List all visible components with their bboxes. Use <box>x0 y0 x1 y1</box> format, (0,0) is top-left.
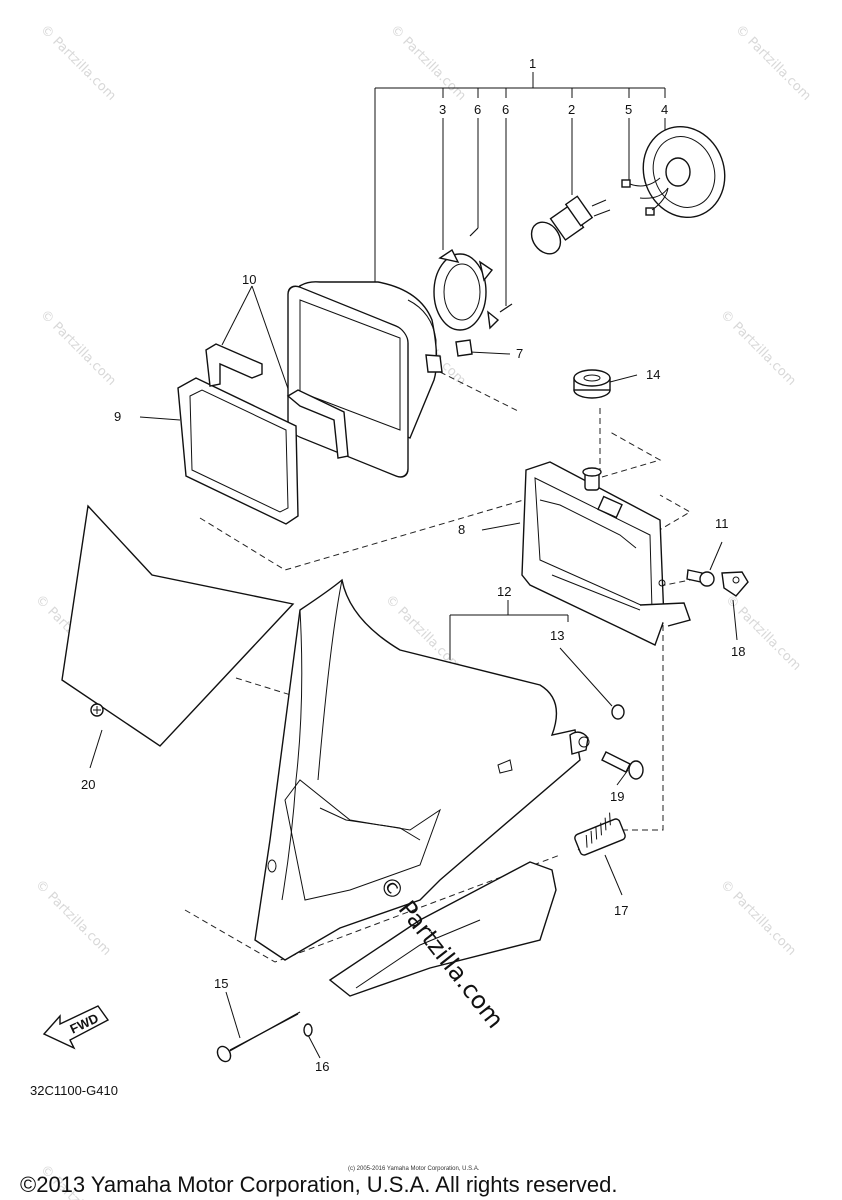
callout-13: 13 <box>550 628 564 643</box>
screw-part-6b <box>499 303 513 313</box>
watermark: © Partzilla.com <box>717 877 799 959</box>
copyright-notice: ©2013 Yamaha Motor Corporation, U.S.A. A… <box>20 1172 617 1197</box>
callout-5: 5 <box>625 102 632 117</box>
callout-7: 7 <box>516 346 523 361</box>
callout-3: 3 <box>439 102 446 117</box>
watermark: © Partzilla.com <box>732 22 814 104</box>
grommet-part-13 <box>611 704 625 720</box>
grommet-part-14 <box>573 369 611 399</box>
leader-lines <box>89 118 738 1059</box>
washer-part-16 <box>303 1023 313 1037</box>
callout-6b: 6 <box>502 102 509 117</box>
callout-1: 1 <box>529 56 536 71</box>
seal-part-10a <box>205 343 263 387</box>
cover-part-4 <box>639 125 726 219</box>
callout-16: 16 <box>315 1059 329 1074</box>
callout-6a: 6 <box>474 102 481 117</box>
callout-15: 15 <box>214 976 228 991</box>
seal-part-10b <box>286 389 349 459</box>
callout-8: 8 <box>458 522 465 537</box>
callout-11: 11 <box>715 516 729 531</box>
callout-bracket-1 <box>374 72 666 285</box>
bolt-part-15 <box>216 1011 301 1063</box>
shroud-line <box>355 919 481 989</box>
callout-12: 12 <box>497 584 511 599</box>
callout-19: 19 <box>610 789 624 804</box>
callout-9: 9 <box>114 409 121 424</box>
bracket-part-8 <box>521 461 691 646</box>
callout-17: 17 <box>614 903 628 918</box>
wire-part-5 <box>621 177 669 216</box>
watermark: © Partzilla.com <box>37 22 119 104</box>
bolt-part-19 <box>578 736 644 780</box>
side-panel-part-20 <box>61 504 295 747</box>
spring-part-17 <box>574 812 626 856</box>
callout-4: 4 <box>661 102 668 117</box>
headlight-unit <box>287 281 443 478</box>
watermark: © Partzilla.com <box>37 307 119 389</box>
screw-part-6a <box>469 227 479 237</box>
frame-part-9 <box>177 377 299 525</box>
socket-ring-part-3 <box>433 248 500 331</box>
watermark: © Partzilla.com <box>387 22 469 104</box>
watermark: © Partzilla.com <box>32 877 114 959</box>
screw-part-11 <box>686 569 715 587</box>
emblem-mark <box>93 706 101 714</box>
diagram-code: 32C1100-G410 <box>30 1083 118 1098</box>
bulb-part-2 <box>530 195 611 255</box>
small-credit: (c) 2005-2016 Yamaha Motor Corporation, … <box>348 1166 480 1172</box>
watermark: © Partzilla.com <box>717 307 799 389</box>
watermark: © Partzilla.com <box>722 592 804 674</box>
lower-shroud <box>328 861 557 997</box>
callout-labels: 1 2 3 4 5 6 6 7 8 9 10 11 12 13 14 15 16… <box>81 56 745 1074</box>
callout-18: 18 <box>731 644 745 659</box>
callout-20: 20 <box>81 777 95 792</box>
forward-arrow-icon: FWD <box>42 1005 110 1050</box>
pin <box>582 467 602 491</box>
callout-14: 14 <box>646 367 660 382</box>
clip-part-18 <box>721 571 749 597</box>
callout-2: 2 <box>568 102 575 117</box>
nut-part-7 <box>455 339 473 357</box>
callout-10: 10 <box>242 272 256 287</box>
